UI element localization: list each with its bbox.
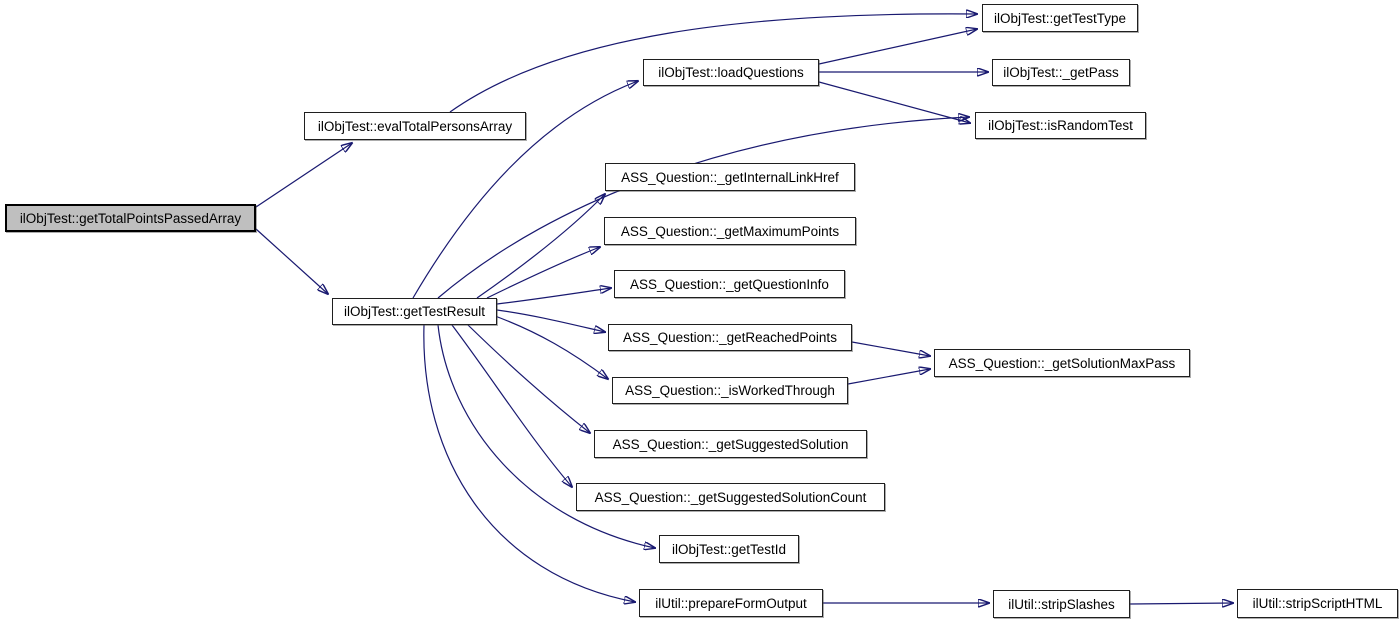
node-getSolutionMaxPass[interactable]: ASS_Question::_getSolutionMaxPass [934, 349, 1190, 377]
edge-_getReachedPoints-to-_getSolutionMaxPass [851, 341, 930, 356]
edge-getTestResult-to-_getInternalLinkHref [476, 194, 605, 299]
edge-getTestResult-to-_getQuestionInfo [496, 288, 611, 305]
edge-getTestResult-to-_getSuggestedSolutionCount [451, 324, 572, 487]
node-getTestId[interactable]: ilObjTest::getTestId [659, 535, 799, 563]
node-stripSlashes[interactable]: ilUtil::stripSlashes [993, 590, 1130, 618]
node-prepareFormOutput[interactable]: ilUtil::prepareFormOutput [639, 589, 823, 617]
edge-getTestResult-to-loadQuestions [412, 81, 638, 299]
node-stripScriptHTML[interactable]: ilUtil::stripScriptHTML [1237, 589, 1398, 618]
edge-getTotalPointsPassedArray-to-getTestResult [255, 228, 328, 294]
node-loadQuestions[interactable]: ilObjTest::loadQuestions [643, 59, 819, 86]
edge-getTestResult-to-_getReachedPoints [496, 309, 605, 332]
edge-getTotalPointsPassedArray-to-evalTotalPersonsArray [255, 143, 352, 208]
edge-stripSlashes-to-stripScriptHTML [1129, 603, 1233, 604]
edge-loadQuestions-to-isRandomTest [818, 81, 970, 123]
edge-evalTotalPersonsArray-to-getTestType [449, 14, 977, 113]
edge-_isWorkedThrough-to-_getSolutionMaxPass [847, 369, 930, 385]
node-getTestResult[interactable]: ilObjTest::getTestResult [332, 298, 497, 325]
node-getTestType[interactable]: ilObjTest::getTestType [982, 4, 1138, 32]
edge-getTestResult-to-_getMaximumPoints [486, 247, 600, 299]
node-getInternalLinkHref[interactable]: ASS_Question::_getInternalLinkHref [605, 163, 855, 191]
edge-getTestResult-to-prepareFormOutput [423, 324, 635, 602]
edge-getTestResult-to-getTestId [437, 324, 655, 548]
node-isRandomTest[interactable]: ilObjTest::isRandomTest [975, 112, 1146, 139]
node-getMaximumPoints[interactable]: ASS_Question::_getMaximumPoints [604, 217, 856, 245]
edge-loadQuestions-to-getTestType [818, 29, 977, 65]
node-getSuggestedSolutionCount[interactable]: ASS_Question::_getSuggestedSolutionCount [576, 483, 885, 511]
node-getReachedPoints[interactable]: ASS_Question::_getReachedPoints [608, 324, 852, 351]
node-getTotalPointsPassedArray: ilObjTest::getTotalPointsPassedArray [5, 204, 256, 232]
edge-getTestResult-to-_isWorkedThrough [494, 315, 608, 379]
node-isWorkedThrough[interactable]: ASS_Question::_isWorkedThrough [612, 377, 848, 404]
edge-getTestResult-to-_getSuggestedSolution [467, 324, 590, 433]
node-evalTotalPersonsArray[interactable]: ilObjTest::evalTotalPersonsArray [304, 112, 526, 140]
node-getQuestionInfo[interactable]: ASS_Question::_getQuestionInfo [614, 270, 845, 298]
node-getSuggestedSolution[interactable]: ASS_Question::_getSuggestedSolution [594, 430, 867, 458]
node-getPass[interactable]: ilObjTest::_getPass [992, 59, 1130, 86]
